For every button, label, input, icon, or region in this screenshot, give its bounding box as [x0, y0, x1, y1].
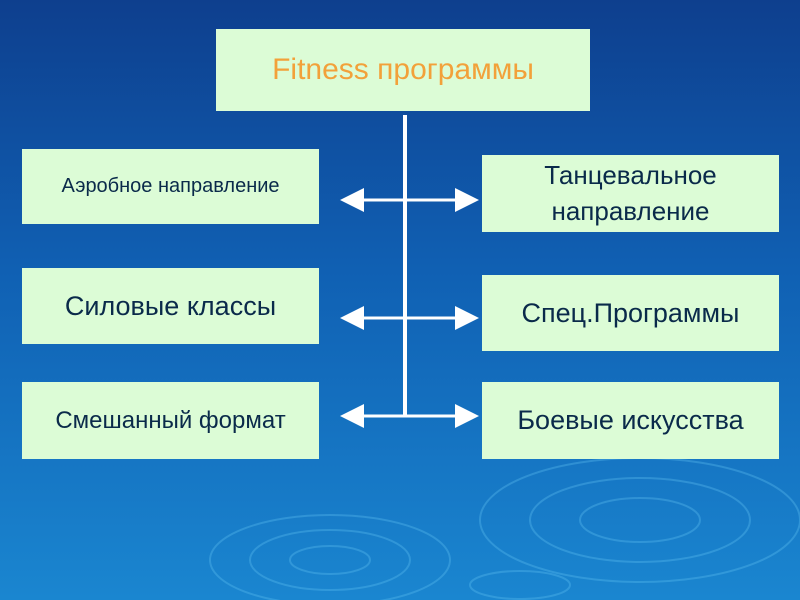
- node-martial-label: Боевые искусства: [517, 405, 744, 435]
- node-dance: Танцевальное направление: [482, 155, 779, 232]
- node-mixed-label: Смешанный формат: [55, 406, 286, 434]
- node-special-label: Спец.Программы: [521, 297, 740, 328]
- node-aerobic-label: Аэробное направление: [61, 175, 280, 197]
- diagram-title: Fitness программы: [272, 53, 534, 86]
- node-strength-label: Силовые классы: [64, 290, 277, 321]
- node-dance-label: Танцевальное направление: [544, 160, 717, 226]
- node-strength: Силовые классы: [22, 268, 319, 344]
- node-aerobic: Аэробное направление: [22, 149, 319, 224]
- diagram-title-box: Fitness программы: [216, 29, 590, 111]
- node-mixed: Смешанный формат: [22, 382, 319, 459]
- node-special: Спец.Программы: [482, 275, 779, 351]
- node-martial: Боевые искусства: [482, 382, 779, 459]
